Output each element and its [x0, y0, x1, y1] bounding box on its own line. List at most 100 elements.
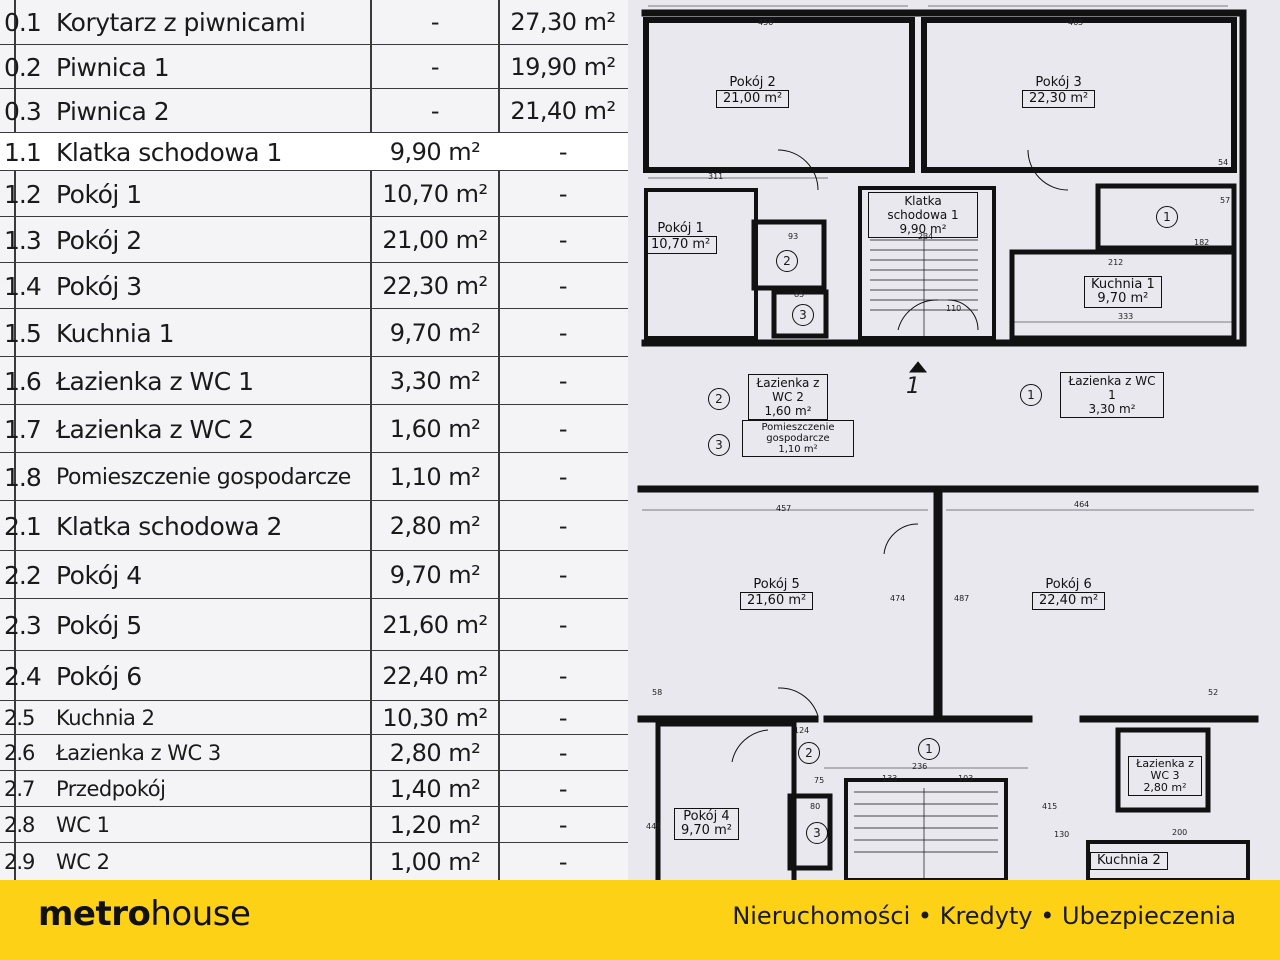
area-basement: - — [558, 561, 568, 589]
dimension-label: 474 — [890, 594, 906, 603]
room-name: Pomieszczenie gospodarcze — [56, 464, 351, 490]
dimension-label: 212 — [1108, 258, 1124, 267]
dimension-label: 133 — [882, 774, 898, 783]
room-number: 2.1 — [4, 511, 42, 541]
area-basement: - — [558, 272, 568, 300]
room-number: 2.8 — [4, 813, 35, 837]
area-floor: - — [430, 53, 440, 81]
dimension-label: 130 — [1054, 830, 1070, 839]
area-floor: 10,30 m² — [382, 704, 488, 732]
room-number: 2.3 — [4, 610, 42, 640]
room-name: Pomieszczenie gospodarcze — [761, 422, 835, 444]
area-floor: 1,00 m² — [389, 848, 481, 876]
dimension-label: 487 — [954, 594, 970, 603]
room-name: Łazienka z WC 3 — [1136, 757, 1194, 782]
room-name: Pokój 1 — [56, 179, 142, 209]
room-number: 1.6 — [4, 366, 42, 396]
room-number: 2.7 — [4, 777, 35, 801]
room-number: 1.4 — [4, 271, 42, 301]
table-column-divider — [370, 0, 372, 880]
floor-plan-ground: 456 465 311 234 212 333 182 110 93 85 54… — [628, 0, 1280, 462]
room-name: Piwnica 1 — [56, 52, 170, 82]
dimension-label: 80 — [810, 802, 821, 811]
area-basement: 27,30 m² — [510, 8, 616, 36]
room-area: 9,70 m² — [681, 823, 732, 838]
room-name: Pokój 5 — [753, 577, 800, 592]
area-basement: 21,40 m² — [510, 97, 616, 125]
room-number: 2.6 — [4, 741, 35, 765]
room-name: Piwnica 2 — [56, 96, 170, 126]
room-name: Pokój 5 — [56, 610, 142, 640]
area-basement: - — [558, 415, 568, 443]
area-basement: - — [558, 463, 568, 491]
room-marker: 1 — [1020, 384, 1042, 406]
room-name: Klatka schodowa 1 — [887, 194, 959, 222]
room-name: Korytarz z piwnicami — [56, 7, 306, 37]
room-area: 3,30 m² — [1088, 402, 1136, 416]
area-basement: - — [558, 180, 568, 208]
room-marker: 2 — [776, 250, 798, 272]
room-marker: 1 — [1156, 206, 1178, 228]
room-marker: 3 — [806, 822, 828, 844]
floor-plan-ground-drawing — [641, 5, 1247, 373]
room-label-pomieszczenie-gospodarcze: Pomieszczenie gospodarcze 1,10 m² — [742, 420, 854, 457]
room-label-pokoj-4: Pokój 4 9,70 m² — [674, 808, 739, 840]
room-label-kuchnia-1: Kuchnia 1 9,70 m² — [1084, 276, 1162, 308]
room-marker: 1 — [918, 738, 940, 760]
area-floor: 9,70 m² — [389, 319, 481, 347]
table-row: 2.4 Pokój 6 22,40 m² - — [0, 650, 628, 701]
area-floor: 2,80 m² — [389, 739, 481, 767]
room-name: Pokój 6 — [56, 661, 142, 691]
dimension-label: 456 — [758, 18, 774, 27]
room-label-lazienka-wc-3: Łazienka z WC 3 2,80 m² — [1128, 756, 1202, 796]
room-label-lazienka-wc-1: Łazienka z WC 1 3,30 m² — [1060, 372, 1164, 418]
room-name: Pokój 2 — [729, 75, 776, 90]
room-number: 1.1 — [4, 137, 42, 167]
room-name: Pokój 1 — [657, 221, 704, 236]
room-label-pokoj-5: Pokój 5 21,60 m² — [740, 577, 814, 610]
room-number: 2.4 — [4, 661, 42, 691]
room-number: 2.2 — [4, 560, 42, 590]
room-name: Pokój 3 — [56, 271, 142, 301]
dimension-label: 200 — [1172, 828, 1188, 837]
area-basement: - — [558, 319, 568, 347]
dimension-label: 57 — [1220, 196, 1231, 205]
dimension-label: 93 — [788, 232, 799, 241]
room-area: 22,40 m² — [1032, 592, 1106, 610]
logo-light-part: house — [150, 894, 251, 934]
room-marker: 3 — [708, 434, 730, 456]
dimension-label: 103 — [958, 774, 974, 783]
area-basement: - — [558, 662, 568, 690]
area-floor: - — [430, 97, 440, 125]
area-floor: 9,90 m² — [389, 138, 481, 166]
room-label-pokoj-2: Pokój 2 21,00 m² — [716, 75, 790, 108]
room-marker: 2 — [708, 388, 730, 410]
room-area: 1,60 m² — [764, 404, 812, 418]
floor-plan-upper-drawing — [637, 485, 1259, 880]
room-area: 22,30 m² — [1022, 90, 1096, 108]
dimension-label: 110 — [946, 304, 962, 313]
room-number: 0.3 — [4, 96, 42, 126]
area-basement: - — [558, 138, 568, 166]
room-name: Kuchnia 1 — [56, 318, 175, 348]
room-name: WC 1 — [56, 813, 110, 837]
dimension-label: 311 — [708, 172, 724, 181]
area-basement: 19,90 m² — [510, 53, 616, 81]
room-name: WC 2 — [56, 850, 110, 874]
area-floor: 22,40 m² — [382, 662, 488, 690]
room-area: 2,80 m² — [1143, 781, 1187, 794]
dimension-label: 333 — [1118, 312, 1134, 321]
